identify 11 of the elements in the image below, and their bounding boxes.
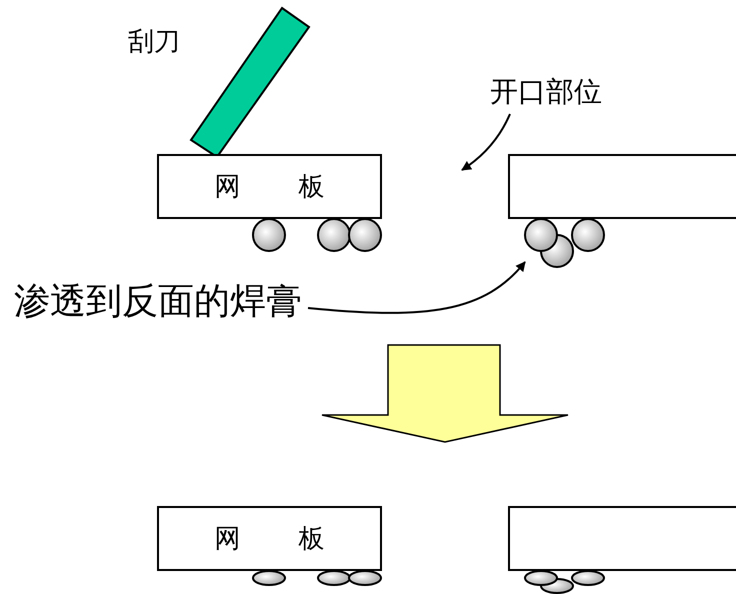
stencil-label: 网 板: [214, 523, 325, 556]
annotation-text: 渗透到反面的焊膏: [14, 278, 306, 324]
stencil-box: [508, 506, 736, 571]
annotation-text: 开口部位: [490, 72, 630, 112]
stencil-box: [157, 506, 382, 571]
stencil-box: [157, 154, 382, 219]
stencil-label: 网 板: [214, 171, 325, 204]
stencil-box: [508, 154, 736, 219]
leader-arrow: [461, 114, 511, 171]
part-label: 刮刀: [128, 26, 180, 59]
leader-arrow: [308, 261, 526, 314]
